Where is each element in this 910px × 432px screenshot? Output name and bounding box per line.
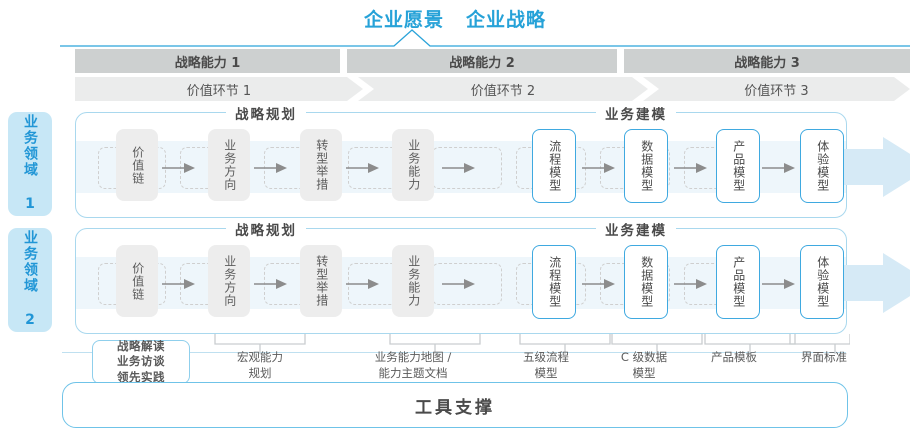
arrow-icon <box>442 275 476 289</box>
footnote-box-strategy-inputs[interactable]: 战略解读 业务访谈 领先实践 <box>92 339 190 384</box>
value-chain-label-2: 价值环节 2 <box>470 83 536 99</box>
domain-tag-label-1: 业务领域 1 <box>22 114 38 214</box>
process-box-product-model[interactable]: 产品模型 <box>716 245 760 319</box>
process-box-label: 数据模型 <box>639 256 654 308</box>
process-box-label: 业务方向 <box>222 139 237 191</box>
process-box-value-chain[interactable]: 价值链 <box>116 129 158 201</box>
process-box-label: 价值链 <box>130 261 145 301</box>
footnote-rule <box>62 352 846 353</box>
domain-tag-2[interactable]: 业务领域 2 <box>8 228 52 332</box>
process-box-transformation[interactable]: 转型举措 <box>300 129 342 201</box>
capability-label-3: 战略能力 3 <box>734 55 800 71</box>
arrow-icon <box>254 275 288 289</box>
capability-bar-2[interactable]: 战略能力 2 <box>347 49 617 73</box>
footnote-brackets <box>90 332 851 356</box>
domain-tag-label-2: 业务领域 2 <box>22 230 38 330</box>
process-box-value-chain[interactable]: 价值链 <box>116 245 158 317</box>
value-chain-bar-3[interactable]: 价值环节 3 <box>643 77 910 101</box>
process-box-process-model[interactable]: 流程模型 <box>532 245 576 319</box>
process-box-transformation[interactable]: 转型举措 <box>300 245 342 317</box>
value-chain-bars: 价值环节 1 价值环节 2 价值环节 3 <box>75 77 910 101</box>
value-chain-bar-1[interactable]: 价值环节 1 <box>75 77 363 101</box>
process-box-business-direction[interactable]: 业务方向 <box>208 245 250 317</box>
footnote-ui-standard: 界面标准 <box>801 350 847 364</box>
process-box-label: 价值链 <box>130 145 145 185</box>
arrow-icon <box>346 275 380 289</box>
process-box-label: 产品模型 <box>731 256 746 308</box>
brackets-svg <box>214 334 851 354</box>
process-box-label: 体验模型 <box>815 140 830 192</box>
process-box-product-model[interactable]: 产品模型 <box>716 129 760 203</box>
section-title-right-2: 业务建模 <box>596 219 676 239</box>
domain-row-2: 战略规划 业务建模 价值链 业务方向 转型举措 业务能力 流程模型 数据模型 产… <box>75 219 910 334</box>
capability-label-1: 战略能力 1 <box>174 55 241 71</box>
process-box-label: 产品模型 <box>731 140 746 192</box>
footnote-macro-capability: 宏观能力 规划 <box>237 350 283 380</box>
process-box-label: 数据模型 <box>639 140 654 192</box>
arrow-icon <box>442 159 476 173</box>
value-chain-label-3: 价值环节 3 <box>744 83 809 99</box>
value-chain-bar-2[interactable]: 价值环节 2 <box>358 77 648 101</box>
arrow-icon <box>582 275 616 289</box>
footnote-capability-map: 业务能力地图 / 能力主题文档 <box>374 350 452 380</box>
value-chain-label-1: 价值环节 1 <box>186 83 252 99</box>
process-box-business-capability[interactable]: 业务能力 <box>392 245 434 317</box>
capability-bar-3[interactable]: 战略能力 3 <box>624 49 910 73</box>
arrow-icon <box>674 159 708 173</box>
process-box-business-direction[interactable]: 业务方向 <box>208 129 250 201</box>
process-box-experience-model[interactable]: 体验模型 <box>800 129 844 203</box>
title-connector-line <box>60 28 910 48</box>
tent-svg <box>60 29 910 47</box>
process-box-label: 转型举措 <box>314 139 329 191</box>
section-title-left-2: 战略规划 <box>226 219 306 239</box>
arrow-icon <box>162 159 196 173</box>
arrow-icon <box>762 159 796 173</box>
process-box-label: 体验模型 <box>815 256 830 308</box>
arrow-icon <box>254 159 288 173</box>
diagram-title: 企业愿景 企业战略 <box>0 4 910 32</box>
section-title-right-1: 业务建模 <box>596 103 676 123</box>
domain-tag-1[interactable]: 业务领域 1 <box>8 112 52 216</box>
arrow-icon <box>346 159 380 173</box>
process-box-experience-model[interactable]: 体验模型 <box>800 245 844 319</box>
section-title-left-1: 战略规划 <box>226 103 306 123</box>
process-box-label: 转型举措 <box>314 255 329 307</box>
process-box-label: 流程模型 <box>547 140 562 192</box>
arrow-icon <box>582 159 616 173</box>
process-box-process-model[interactable]: 流程模型 <box>532 129 576 203</box>
title-vision: 企业愿景 <box>363 8 444 31</box>
capability-bar-1[interactable]: 战略能力 1 <box>75 49 340 73</box>
strategy-capability-bars: 战略能力 1 战略能力 2 战略能力 3 <box>75 49 910 73</box>
process-box-label: 业务能力 <box>406 139 421 191</box>
footnote-product-template: 产品模板 <box>711 350 757 364</box>
arrow-icon <box>674 275 708 289</box>
process-box-business-capability[interactable]: 业务能力 <box>392 129 434 201</box>
process-box-data-model[interactable]: 数据模型 <box>624 129 668 203</box>
tool-support-container: 工具支撑 <box>62 382 848 428</box>
process-box-label: 业务能力 <box>406 255 421 307</box>
capability-label-2: 战略能力 2 <box>449 55 515 71</box>
footnote-data-model: C 级数据 模型 <box>620 350 668 380</box>
arrow-icon <box>162 275 196 289</box>
process-box-label: 流程模型 <box>547 256 562 308</box>
arrow-icon <box>762 275 796 289</box>
title-strategy: 企业战略 <box>466 8 547 31</box>
tool-support-label: 工具支撑 <box>415 397 495 418</box>
domain-row-1: 战略规划 业务建模 价值链 业务方向 转型举措 业务能力 流程模型 数据模型 产… <box>75 103 910 218</box>
process-box-data-model[interactable]: 数据模型 <box>624 245 668 319</box>
footnote-process-model: 五级流程 模型 <box>523 350 569 380</box>
process-box-label: 业务方向 <box>222 255 237 307</box>
